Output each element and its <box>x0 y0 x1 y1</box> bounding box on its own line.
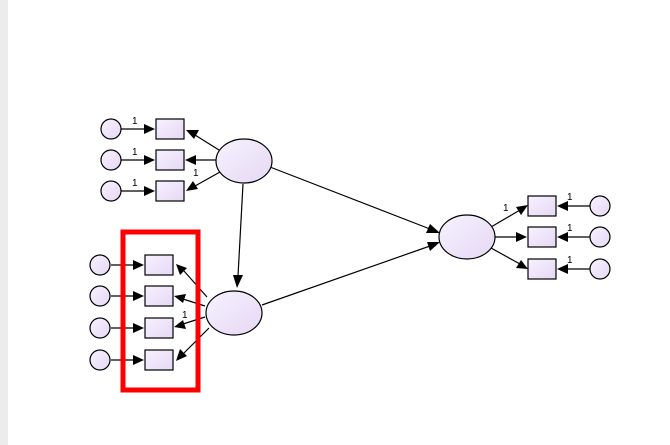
path-L2-O2b <box>182 298 206 307</box>
arrowhead <box>516 260 528 269</box>
arrowhead <box>186 130 199 139</box>
arrowhead <box>174 294 186 303</box>
arrowhead <box>427 242 440 251</box>
loading-label: 1 <box>132 147 138 158</box>
arrowhead <box>176 264 187 275</box>
error-e6[interactable] <box>89 317 111 339</box>
arrowhead <box>133 323 144 333</box>
arrowhead <box>176 349 187 361</box>
observed-O3b[interactable] <box>527 226 557 248</box>
path-L2-O2c <box>182 316 206 325</box>
arrowhead <box>133 291 144 301</box>
arrowhead <box>144 124 155 134</box>
structural-paths <box>233 166 440 306</box>
error-e4[interactable] <box>89 254 111 276</box>
latent-L3[interactable] <box>438 214 496 260</box>
observed-O2c[interactable] <box>144 317 174 339</box>
path-L2-L3 <box>261 245 431 306</box>
arrowhead <box>144 155 155 165</box>
path-L3-O3a <box>490 209 521 228</box>
arrowhead <box>186 181 198 191</box>
latent-variables <box>205 138 496 336</box>
arrowhead <box>233 275 243 288</box>
observed-O2a[interactable] <box>144 254 174 276</box>
observed-O2d[interactable] <box>144 349 174 371</box>
l3-measurement-paths: 1 <box>490 203 528 269</box>
left-gutter <box>0 0 8 445</box>
arrowhead <box>144 186 155 196</box>
error-e5[interactable] <box>89 285 111 307</box>
loading-label: 1 <box>503 203 509 214</box>
loading-label: 1 <box>567 255 573 266</box>
path-L1-L2 <box>237 183 244 277</box>
arrowhead <box>516 205 528 215</box>
observed-O3c[interactable] <box>527 258 557 280</box>
arrowhead <box>426 224 440 233</box>
arrowhead <box>557 232 568 242</box>
observed-O3a[interactable] <box>527 195 557 217</box>
observed-O1a[interactable] <box>155 118 185 140</box>
arrowhead <box>557 264 568 274</box>
observed-O2b[interactable] <box>144 285 174 307</box>
arrowhead <box>133 355 144 365</box>
error-e8[interactable] <box>589 195 611 217</box>
loading-label: 1 <box>182 310 188 321</box>
loading-label: 1 <box>567 192 573 203</box>
error-e9[interactable] <box>589 226 611 248</box>
error-e3[interactable] <box>100 180 122 202</box>
arrowhead <box>133 260 144 270</box>
path-L1-O1c <box>194 171 221 187</box>
observed-O1b[interactable] <box>155 149 185 171</box>
error-terms <box>89 118 611 371</box>
arrowhead <box>557 201 568 211</box>
arrowhead <box>516 232 527 242</box>
highlight-box <box>120 229 201 393</box>
error-e7[interactable] <box>89 349 111 371</box>
path-L3-O3c <box>490 247 521 265</box>
error-e10[interactable] <box>589 258 611 280</box>
loading-label: 1 <box>132 116 138 127</box>
observed-O1c[interactable] <box>155 180 185 202</box>
arrowhead <box>185 155 196 165</box>
loading-label: 1 <box>132 178 138 189</box>
error-e2[interactable] <box>100 149 122 171</box>
observed-variables <box>144 118 557 371</box>
path-L1-L3 <box>269 166 431 230</box>
l2-measurement-paths: 1 <box>174 264 210 361</box>
path-L1-O1a <box>194 134 220 151</box>
latent-L1[interactable] <box>215 138 273 184</box>
l1-measurement-paths: 1 <box>185 130 221 191</box>
error-e1[interactable] <box>100 118 122 140</box>
arrowhead <box>174 320 186 329</box>
loading-label: 1 <box>193 168 199 179</box>
latent-L2[interactable] <box>205 290 263 336</box>
loading-label: 1 <box>567 223 573 234</box>
